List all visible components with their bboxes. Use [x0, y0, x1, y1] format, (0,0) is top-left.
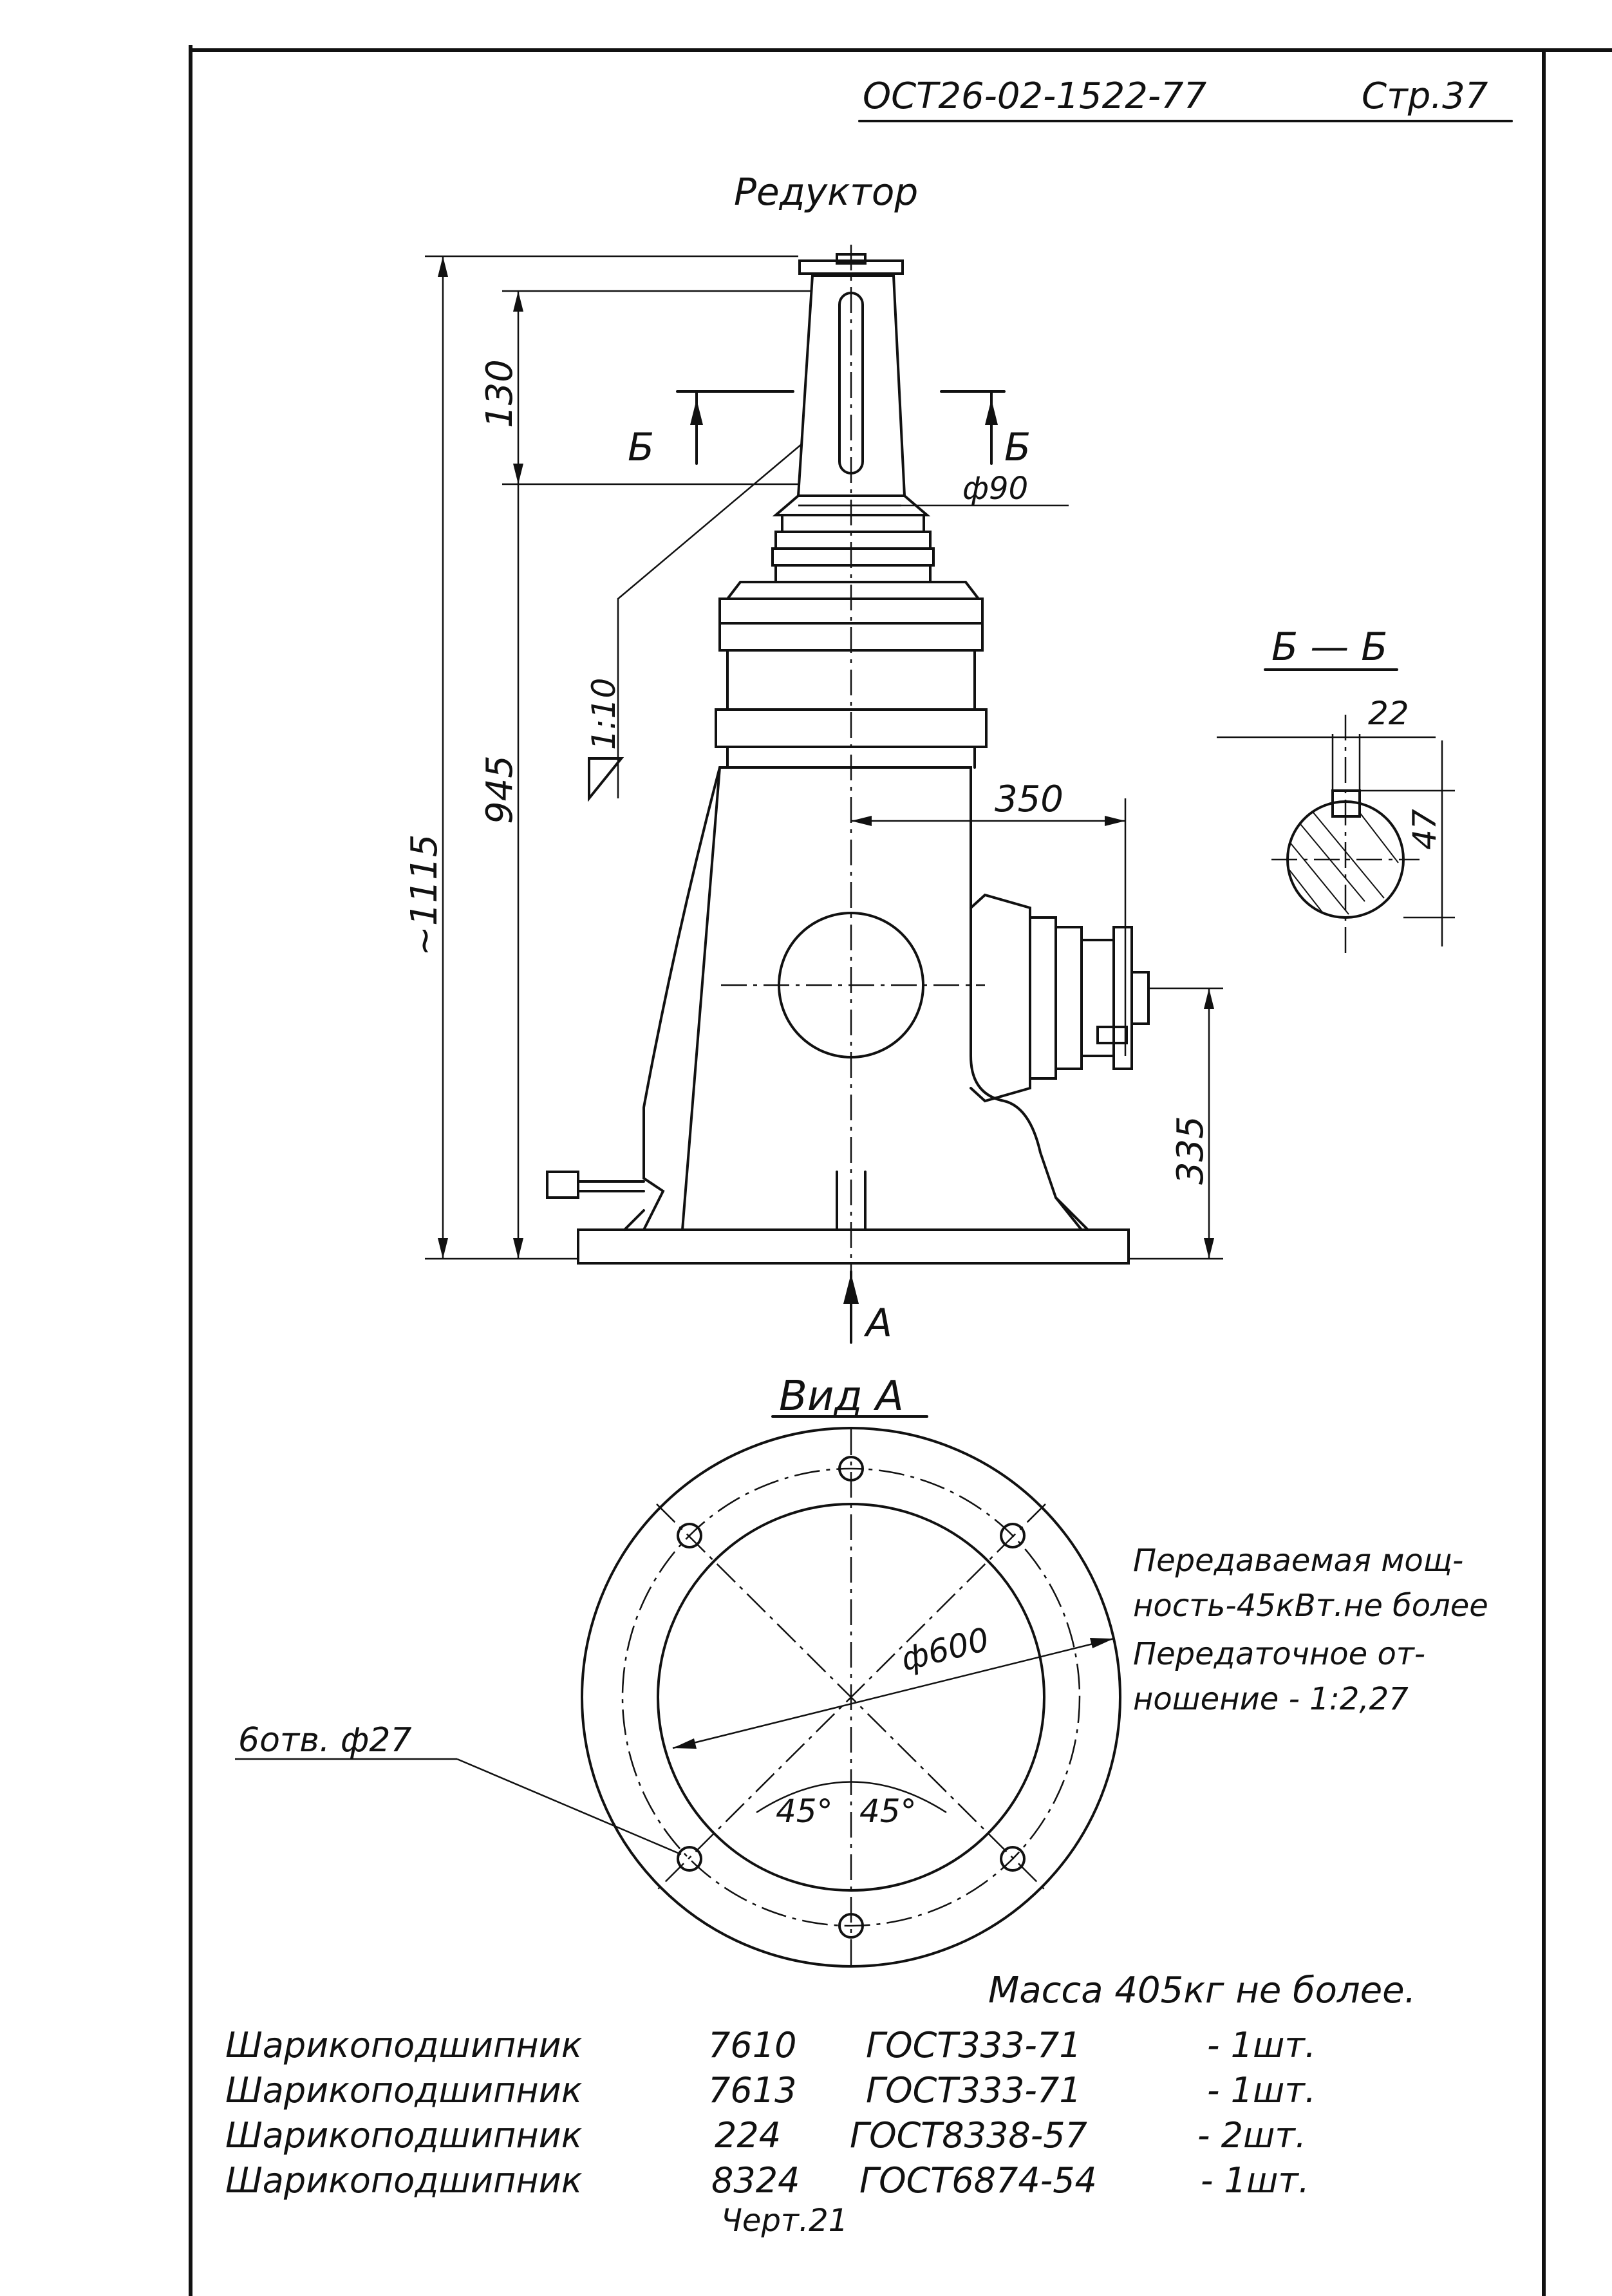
- part-standard: ГОСТ6874-54: [859, 2160, 1097, 2201]
- taper-leader: [617, 444, 802, 798]
- spec-line-1: Передаваемая мощ-: [1133, 1543, 1463, 1579]
- seal-cap: [724, 581, 982, 600]
- phi600-dim-line: [672, 1637, 1114, 1749]
- shaft-top-flange: [798, 259, 904, 275]
- section-arrowhead-left: [690, 399, 703, 425]
- holes-leader: [456, 1758, 682, 1856]
- side-housing: [970, 893, 1031, 1103]
- taper-label: 1:10: [585, 678, 623, 750]
- flange-outer: [581, 1427, 1121, 1968]
- drawing-reference: Черт.21: [721, 2203, 848, 2239]
- bolt-holes: [677, 1456, 1026, 1939]
- side-shaft-end: [1130, 971, 1150, 1025]
- part-name: Шарикоподшипник: [225, 2070, 583, 2111]
- view-arrow-label: А: [863, 1301, 892, 1346]
- base-plate: [577, 1228, 1130, 1265]
- section-bb-title: Б — Б: [1271, 625, 1387, 670]
- bolt-hole-icon: [838, 1456, 864, 1482]
- base-rib: [836, 1171, 867, 1231]
- body-inner-left: [681, 766, 721, 1231]
- part-standard: ГОСТ8338-57: [850, 2115, 1087, 2156]
- bolt-circle: [621, 1467, 1081, 1927]
- doc-number: ОСТ26-02-1522-77: [863, 75, 1207, 117]
- dim-945-arrow: [513, 1238, 523, 1259]
- side-coupling: [1112, 926, 1133, 1070]
- dim-335: 335: [1170, 1116, 1212, 1185]
- angle-left: 45°: [776, 1793, 833, 1830]
- phi600-label: ф600: [897, 1621, 993, 1679]
- housing-band: [715, 708, 988, 748]
- spec-line-2: ность-45кВт.не более: [1133, 1588, 1488, 1624]
- angle-right: 45°: [859, 1793, 917, 1830]
- shaft-collar: [772, 494, 931, 516]
- bolt-hole-icon: [838, 1913, 864, 1939]
- spec-line-4: ношение - 1:2,27: [1133, 1681, 1409, 1717]
- dim-130-arrows: [513, 291, 523, 484]
- part-number: 224: [715, 2115, 781, 2156]
- seal-ring-4: [774, 564, 932, 583]
- part-number: 7613: [708, 2070, 796, 2111]
- part-standard: ГОСТ333-71: [866, 2070, 1082, 2111]
- mass-note: Масса 405кг не более.: [988, 1970, 1416, 2011]
- dim-47: 47: [1406, 809, 1443, 850]
- dim-350: 350: [995, 778, 1064, 820]
- view-arrowhead: [843, 1274, 859, 1304]
- dim-22: 22: [1368, 695, 1409, 732]
- holes-label: 6отв. ф27: [238, 1721, 412, 1760]
- side-bolt: [1096, 1026, 1128, 1044]
- part-name: Шарикоподшипник: [225, 2025, 583, 2065]
- taper-symbol: [588, 757, 624, 802]
- dim-1115: ~1115: [404, 834, 445, 956]
- section-arrowhead-right: [985, 399, 998, 425]
- dim-945: 945: [479, 755, 521, 824]
- view-a: Вид А ф600 45° 45° 6отв. ф27: [235, 1373, 1121, 1970]
- phi90-label: ф90: [962, 471, 1028, 507]
- section-bb: Б — Б 22 47: [1217, 625, 1455, 953]
- part-qty: - 1шт.: [1201, 2160, 1309, 2201]
- section-label-left: Б: [628, 425, 654, 470]
- angle-arc: [756, 1781, 947, 1814]
- specifications: Передаваемая мощ- ность-45кВт.не более П…: [1133, 1543, 1488, 1717]
- base-gussets: [623, 1196, 1089, 1231]
- side-flange-1: [1029, 916, 1057, 1080]
- part-qty: - 1шт.: [1207, 2070, 1316, 2111]
- part-qty: - 1шт.: [1207, 2025, 1316, 2065]
- seal-ring-2: [774, 531, 932, 550]
- parts-list: Шарикоподшипник 7610 ГОСТ333-71 - 1шт. Ш…: [225, 2025, 1316, 2239]
- gearbox-elevation: Б Б ф90 1:10 ~1115 130 945 350: [404, 245, 1223, 1346]
- section-hatching: [1288, 812, 1399, 915]
- bolt-hole-icon: [1000, 1846, 1026, 1872]
- seal-ring-1: [781, 514, 925, 533]
- part-name: Шарикоподшипник: [225, 2160, 583, 2201]
- drawing-title: Редуктор: [734, 170, 918, 214]
- side-flange-2: [1054, 926, 1083, 1070]
- shaft-top-nut: [836, 253, 867, 265]
- part-standard: ГОСТ333-71: [866, 2025, 1082, 2065]
- bolt-hole-icon: [677, 1523, 702, 1548]
- part-number: 7610: [708, 2025, 796, 2065]
- view-a-title: Вид А: [779, 1373, 904, 1420]
- view-a-diag-2: [656, 1503, 1046, 1891]
- bolt-hole-icon: [1000, 1523, 1026, 1548]
- spec-line-3: Передаточное от-: [1133, 1636, 1425, 1672]
- section-label-right: Б: [1004, 425, 1031, 470]
- seal-ring-3: [771, 547, 935, 567]
- shaft-keyway: [838, 292, 864, 475]
- part-name: Шарикоподшипник: [225, 2115, 583, 2156]
- part-number: 8324: [711, 2160, 800, 2201]
- drain-pipe: [577, 1180, 645, 1192]
- dim-130: 130: [479, 359, 521, 428]
- drain-plug: [546, 1171, 579, 1199]
- page-number: Стр.37: [1362, 75, 1488, 117]
- bolt-hole-icon: [677, 1846, 702, 1872]
- gearbox-body: [641, 766, 1085, 1231]
- part-qty: - 2шт.: [1197, 2115, 1306, 2156]
